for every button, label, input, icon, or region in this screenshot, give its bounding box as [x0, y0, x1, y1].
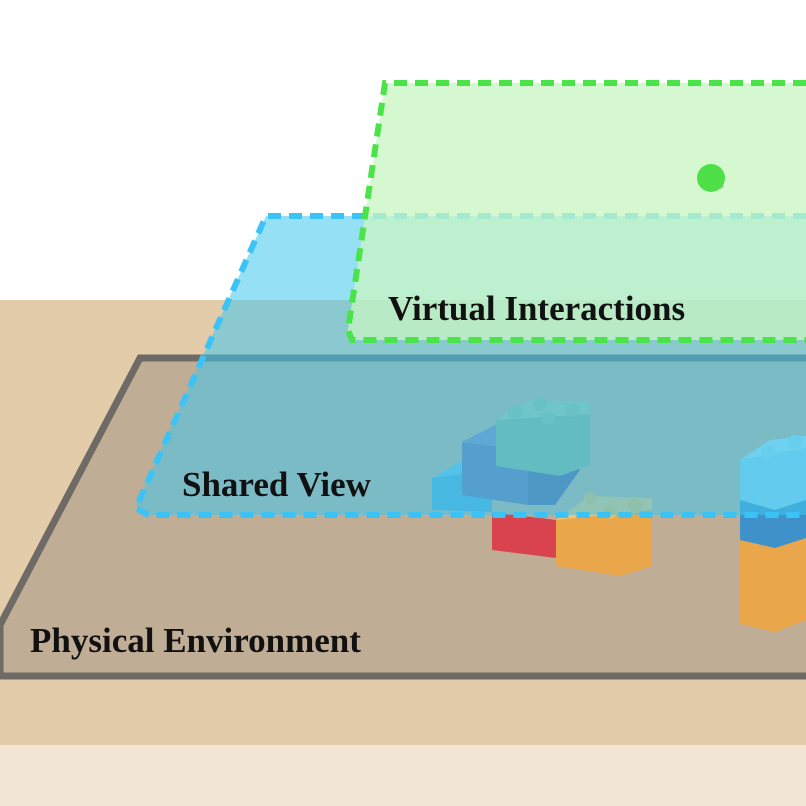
interaction-point-marker	[697, 164, 725, 192]
shared-view-label: Shared View	[182, 465, 372, 504]
virtual-interactions-border	[344, 80, 806, 343]
physical-environment-label: Physical Environment	[30, 621, 361, 660]
virtual-interactions-label: Virtual Interactions	[388, 289, 685, 328]
table-edge	[0, 745, 806, 806]
virtual-interactions-plane	[348, 83, 806, 340]
